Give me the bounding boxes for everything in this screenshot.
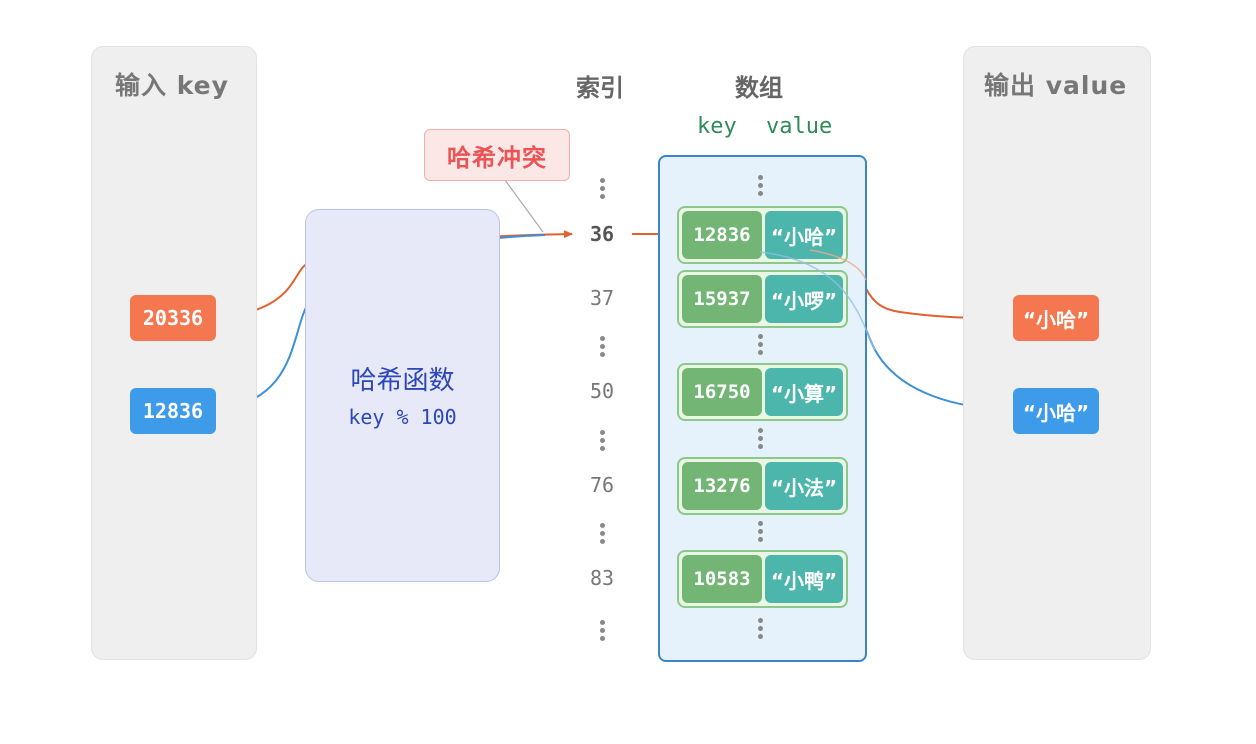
output-value-2: “小哈” — [1013, 388, 1099, 434]
index-ellipsis — [598, 178, 606, 202]
array-ellipsis — [756, 618, 764, 642]
input-key-12836: 12836 — [130, 388, 216, 434]
index-ellipsis — [598, 336, 606, 360]
array-row-key: 13276 — [682, 462, 762, 510]
array-key-header: key — [697, 114, 737, 139]
output-value-1: “小哈” — [1013, 295, 1099, 341]
collision-pointer-line — [504, 179, 544, 233]
hash-function-formula: key % 100 — [348, 405, 457, 429]
array-row-83: 10583 “小鸭” — [677, 550, 848, 608]
output-panel — [963, 46, 1151, 660]
index-label-37: 37 — [589, 286, 615, 310]
collision-label: 哈希冲突 — [424, 129, 570, 181]
hash-function-title: 哈希函数 — [350, 366, 455, 396]
input-panel-title: 输入 key — [115, 71, 229, 100]
array-row-value: “小哈” — [765, 211, 843, 259]
array-row-36: 12836 “小哈” — [677, 206, 848, 264]
input-panel — [91, 46, 257, 660]
array-ellipsis — [756, 334, 764, 358]
array-row-key: 15937 — [682, 275, 762, 323]
array-ellipsis — [756, 428, 764, 452]
index-label-76: 76 — [589, 473, 615, 497]
array-row-key: 16750 — [682, 368, 762, 416]
output-panel-title: 输出 value — [984, 71, 1128, 100]
index-ellipsis — [598, 523, 606, 547]
array-row-76: 13276 “小法” — [677, 457, 848, 515]
array-value-header: value — [766, 114, 833, 139]
hash-function-box: 哈希函数 key % 100 — [305, 209, 500, 582]
index-label-50: 50 — [589, 379, 615, 403]
array-row-key: 10583 — [682, 555, 762, 603]
array-row-37: 15937 “小啰” — [677, 270, 848, 328]
array-row-value: “小算” — [765, 368, 843, 416]
array-column-header: 数组 — [735, 74, 783, 102]
index-ellipsis — [598, 430, 606, 454]
index-column-header: 索引 — [576, 74, 624, 102]
array-row-value: “小鸭” — [765, 555, 843, 603]
array-row-key: 12836 — [682, 211, 762, 259]
index-label-36: 36 — [589, 222, 615, 246]
array-ellipsis — [756, 521, 764, 545]
array-row-value: “小法” — [765, 462, 843, 510]
index-label-83: 83 — [589, 566, 615, 590]
index-ellipsis — [598, 620, 606, 644]
array-row-value: “小啰” — [765, 275, 843, 323]
array-row-50: 16750 “小算” — [677, 363, 848, 421]
input-key-20336: 20336 — [130, 295, 216, 341]
array-ellipsis — [756, 175, 764, 199]
